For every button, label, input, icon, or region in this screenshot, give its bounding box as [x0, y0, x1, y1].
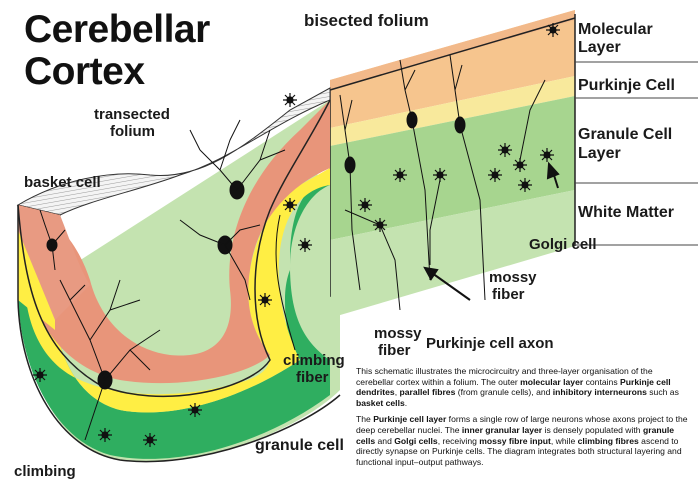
label-climbing-fiber-2: fiber — [296, 369, 329, 386]
label-golgi-cell: Golgi cell — [529, 236, 597, 253]
label-purkinje-axon: Purkinje cell axon — [426, 335, 554, 352]
label-bisected-folium: bisected folium — [304, 12, 429, 29]
title-line-2: Cortex — [24, 52, 145, 92]
label-mossy-fiber-right-2: fiber — [492, 286, 525, 303]
label-mossy-fiber-bottom-1: mossy — [374, 325, 422, 342]
label-mossy-fiber-right-1: mossy — [489, 269, 537, 286]
transected-folium — [18, 100, 340, 462]
title-line-1: Cerebellar — [24, 10, 210, 50]
label-transected-2: folium — [110, 123, 155, 140]
label-granule-cell: granule cell — [255, 437, 344, 454]
caption: This schematic illustrates the microcirc… — [356, 366, 690, 473]
label-basket-cell: basket cell — [24, 174, 101, 191]
right-block — [330, 10, 575, 318]
label-climbing-bottom: climbing — [14, 463, 76, 480]
label-transected-1: transected — [94, 106, 170, 123]
layer-purkinje: Purkinje Cell — [578, 76, 675, 95]
caption-paragraph-1: This schematic illustrates the microcirc… — [356, 366, 690, 408]
layer-molecular-1: Molecular — [578, 20, 653, 39]
label-climbing-fiber-1: climbing — [283, 352, 345, 369]
label-mossy-fiber-bottom-2: fiber — [378, 342, 411, 359]
caption-paragraph-2: The Purkinje cell layer forms a single r… — [356, 414, 690, 467]
layer-granule-1: Granule Cell — [578, 125, 672, 144]
layer-granule-2: Layer — [578, 144, 621, 163]
layer-molecular-2: Layer — [578, 38, 621, 57]
layer-white-matter: White Matter — [578, 203, 674, 222]
